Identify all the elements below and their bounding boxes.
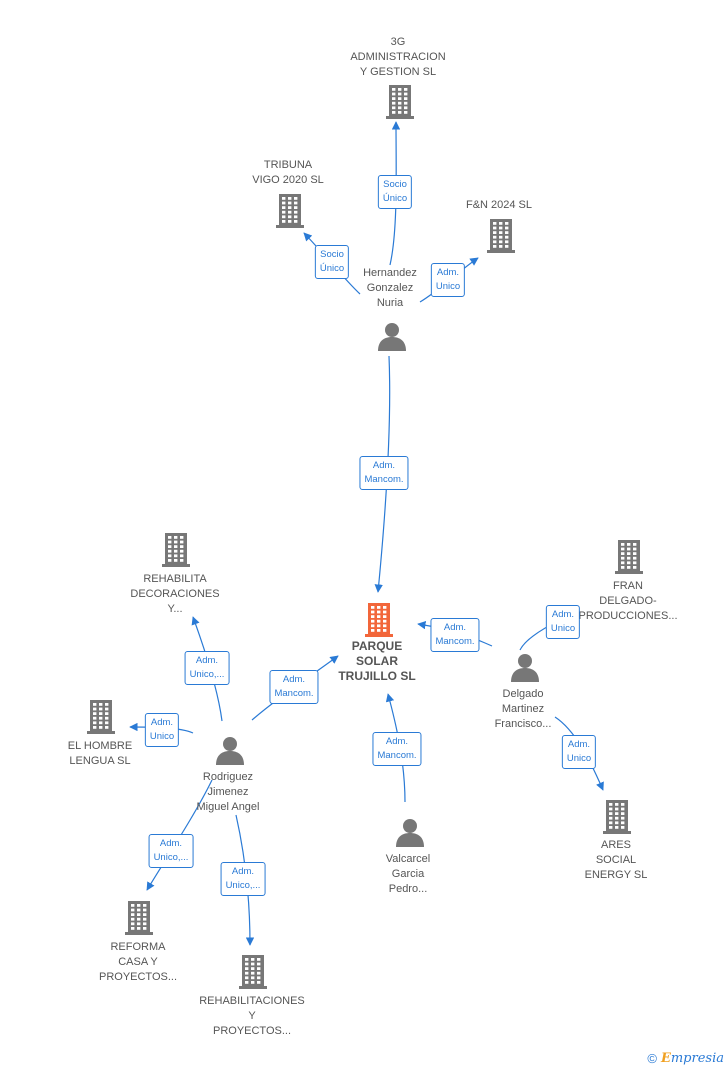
person-icon[interactable] [377, 321, 407, 356]
building-icon[interactable] [487, 219, 515, 258]
company-label-fn2024[interactable]: F&N 2024 SL [465, 199, 533, 211]
role-label-rodriguez-to-reforma[interactable]: Adm. Unico,... [148, 834, 194, 868]
company-label-parque[interactable]: PARQUE SOLAR TRUJILLO SL [338, 639, 416, 683]
company-label-rehabilitaciones[interactable]: REHABILITACIONES Y PROYECTOS... [199, 995, 305, 1037]
role-label-hernandez-to-tribuna[interactable]: Socio Único [314, 245, 350, 279]
role-label-delgado-to-fran[interactable]: Adm. Unico [545, 605, 581, 639]
company-label-fran[interactable]: FRAN DELGADO- PRODUCCIONES... [578, 580, 678, 622]
person-label-delgado[interactable]: Delgado Martinez Francisco... [494, 688, 552, 730]
role-label-hernandez-to-admin3g[interactable]: Socio Único [377, 175, 413, 209]
role-label-rodriguez-to-elhombre[interactable]: Adm. Unico [144, 713, 180, 747]
person-label-hernandez[interactable]: Hernandez Gonzalez Nuria [363, 267, 417, 309]
building-icon[interactable] [125, 901, 153, 940]
building-icon[interactable] [87, 700, 115, 739]
person-icon[interactable] [510, 652, 540, 687]
building-icon[interactable] [365, 603, 393, 642]
building-icon[interactable] [615, 540, 643, 579]
footer-brand[interactable]: © Empresia [647, 1051, 724, 1066]
copyright-icon: © [647, 1051, 657, 1066]
company-label-tribuna[interactable]: TRIBUNA VIGO 2020 SL [252, 159, 324, 186]
role-label-hernandez-to-parque[interactable]: Adm. Mancom. [359, 456, 409, 490]
company-label-rehab_deco[interactable]: REHABILITA DECORACIONES Y... [130, 573, 220, 615]
company-label-reforma[interactable]: REFORMA CASA Y PROYECTOS... [98, 941, 178, 983]
role-label-rodriguez-to-rehab_deco[interactable]: Adm. Unico,... [184, 651, 230, 685]
person-icon[interactable] [215, 735, 245, 770]
building-icon[interactable] [603, 800, 631, 839]
role-label-rodriguez-to-parque[interactable]: Adm. Mancom. [269, 670, 319, 704]
company-label-elhombre[interactable]: EL HOMBRE LENGUA SL [67, 740, 133, 767]
person-label-rodriguez[interactable]: Rodriguez Jimenez Miguel Angel [196, 771, 260, 813]
role-label-delgado-to-parque[interactable]: Adm. Mancom. [430, 618, 480, 652]
company-label-admin3g[interactable]: 3G ADMINISTRACION Y GESTION SL [350, 36, 446, 78]
role-label-valcarcel-to-parque[interactable]: Adm. Mancom. [372, 732, 422, 766]
person-icon[interactable] [395, 817, 425, 852]
company-label-ares[interactable]: ARES SOCIAL ENERGY SL [584, 839, 648, 881]
role-label-hernandez-to-fn2024[interactable]: Adm. Unico [430, 263, 466, 297]
role-label-rodriguez-to-rehabilitaciones[interactable]: Adm. Unico,... [220, 862, 266, 896]
person-label-valcarcel[interactable]: Valcarcel Garcia Pedro... [385, 853, 431, 895]
brand-logo: Empresia [660, 1051, 724, 1066]
building-icon[interactable] [239, 955, 267, 994]
role-label-delgado-to-ares[interactable]: Adm. Unico [561, 735, 597, 769]
building-icon[interactable] [276, 194, 304, 233]
building-icon[interactable] [162, 533, 190, 572]
building-icon[interactable] [386, 85, 414, 124]
